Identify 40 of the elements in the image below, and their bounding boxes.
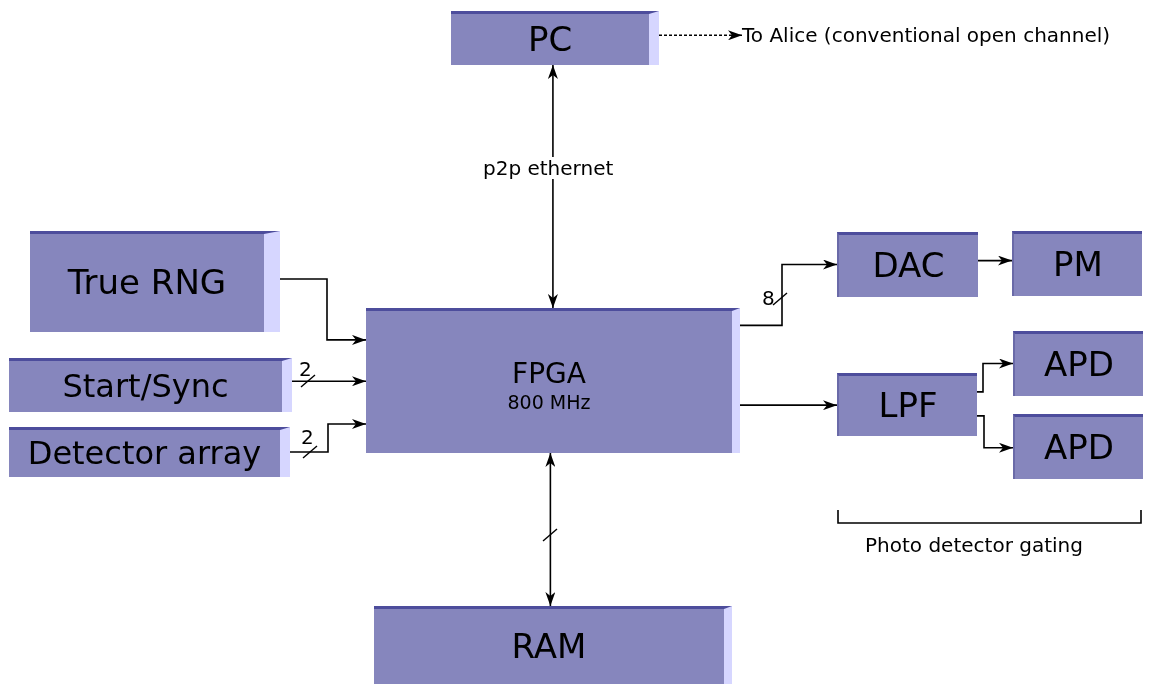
process-box [1013,331,1143,396]
box-title: FPGA [512,359,586,391]
arrow [547,64,558,309]
process-box [366,308,740,453]
process-box [9,427,290,477]
text-label: To Alice (conventional open channel) [742,22,1162,48]
arrow [289,419,367,453]
arrow [291,376,367,387]
arrow [739,400,838,411]
arrow [739,259,838,327]
edge-label: 2 [298,358,313,380]
box-title: APD [1044,346,1114,384]
edge-label: p2p ethernet [482,157,615,179]
box-title: PC [527,20,573,59]
process-box [30,231,280,332]
group-caption: Photo detector gating [865,533,1083,557]
box-title: PM [1053,246,1103,284]
process-box [451,11,659,65]
process-box [837,232,978,297]
process-box [9,358,292,412]
process-box [837,373,977,436]
edge-label: 8 [761,287,776,309]
process-box [1012,231,1142,296]
box-title: LPF [878,387,938,425]
arrow [279,278,367,345]
box-title: APD [1044,429,1114,467]
box-title: Detector array [27,435,262,472]
box-title: True RNG [67,264,227,302]
box-title: DAC [872,247,945,285]
box-title: Start/Sync [62,368,229,405]
process-box [1013,414,1143,479]
arrow [976,415,1014,453]
box-subtitle: 800 MHz [507,390,591,415]
edge-label: 2 [300,426,315,448]
arrow [977,255,1013,266]
box-title: RAM [511,627,587,666]
arrow [545,452,556,607]
process-box [374,606,732,684]
dashed-arrow [658,30,743,41]
arrow [976,358,1014,393]
